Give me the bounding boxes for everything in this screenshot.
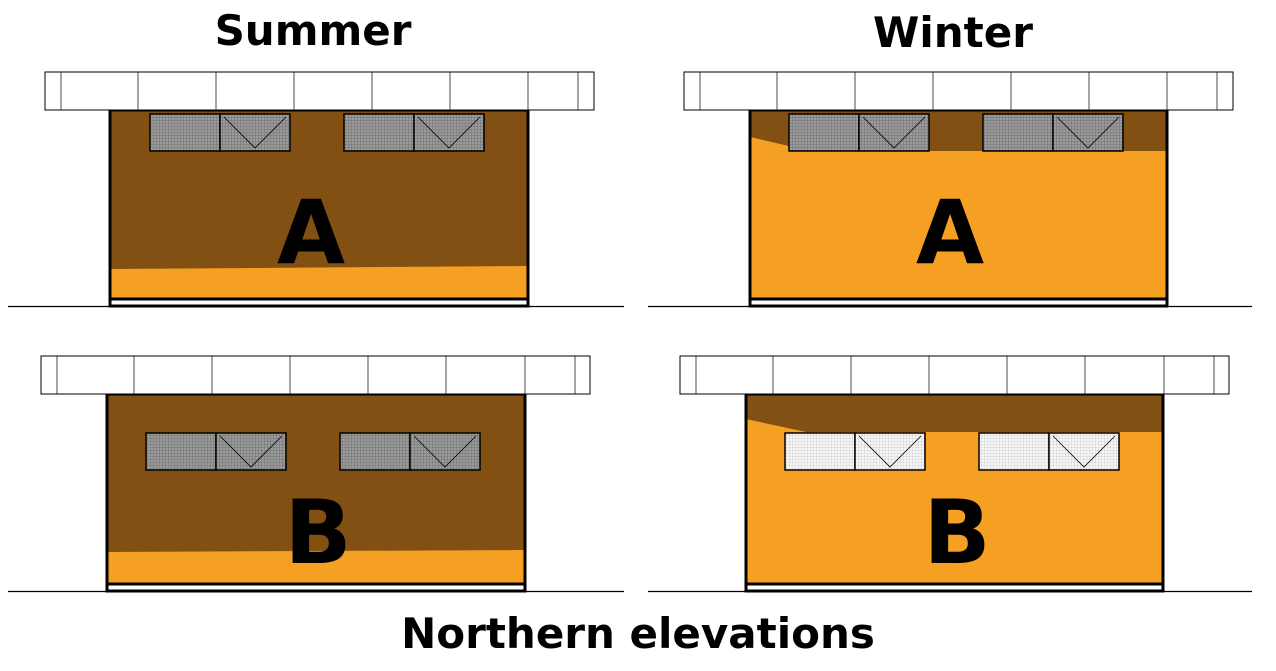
window-right: [978, 432, 1120, 471]
window-left: [145, 432, 287, 471]
window-left: [149, 113, 291, 152]
panel-winter-b: B: [648, 355, 1252, 593]
panel-winter-a: A: [648, 71, 1252, 308]
panel-summer-a: A: [8, 71, 624, 308]
column-title-winter: Winter: [873, 8, 1033, 57]
roof-overhang: [44, 71, 595, 111]
sunlit-area: [110, 266, 528, 298]
window-right: [343, 113, 485, 152]
roof-overhang: [40, 355, 591, 395]
window-right: [339, 432, 481, 471]
building-letter: A: [277, 181, 345, 284]
building-letter: B: [284, 481, 351, 584]
building-letter: B: [923, 481, 990, 584]
window-right: [982, 113, 1124, 152]
roof-overhang: [683, 71, 1234, 111]
figure-caption: Northern elevations: [401, 609, 875, 658]
panel-summer-b: B: [8, 355, 624, 593]
window-left: [784, 432, 926, 471]
sunlit-area: [107, 550, 525, 583]
shaded-area: [746, 394, 1163, 432]
roof-overhang: [679, 355, 1230, 395]
window-left: [788, 113, 930, 152]
building-letter: A: [916, 181, 984, 284]
column-title-summer: Summer: [214, 6, 412, 55]
